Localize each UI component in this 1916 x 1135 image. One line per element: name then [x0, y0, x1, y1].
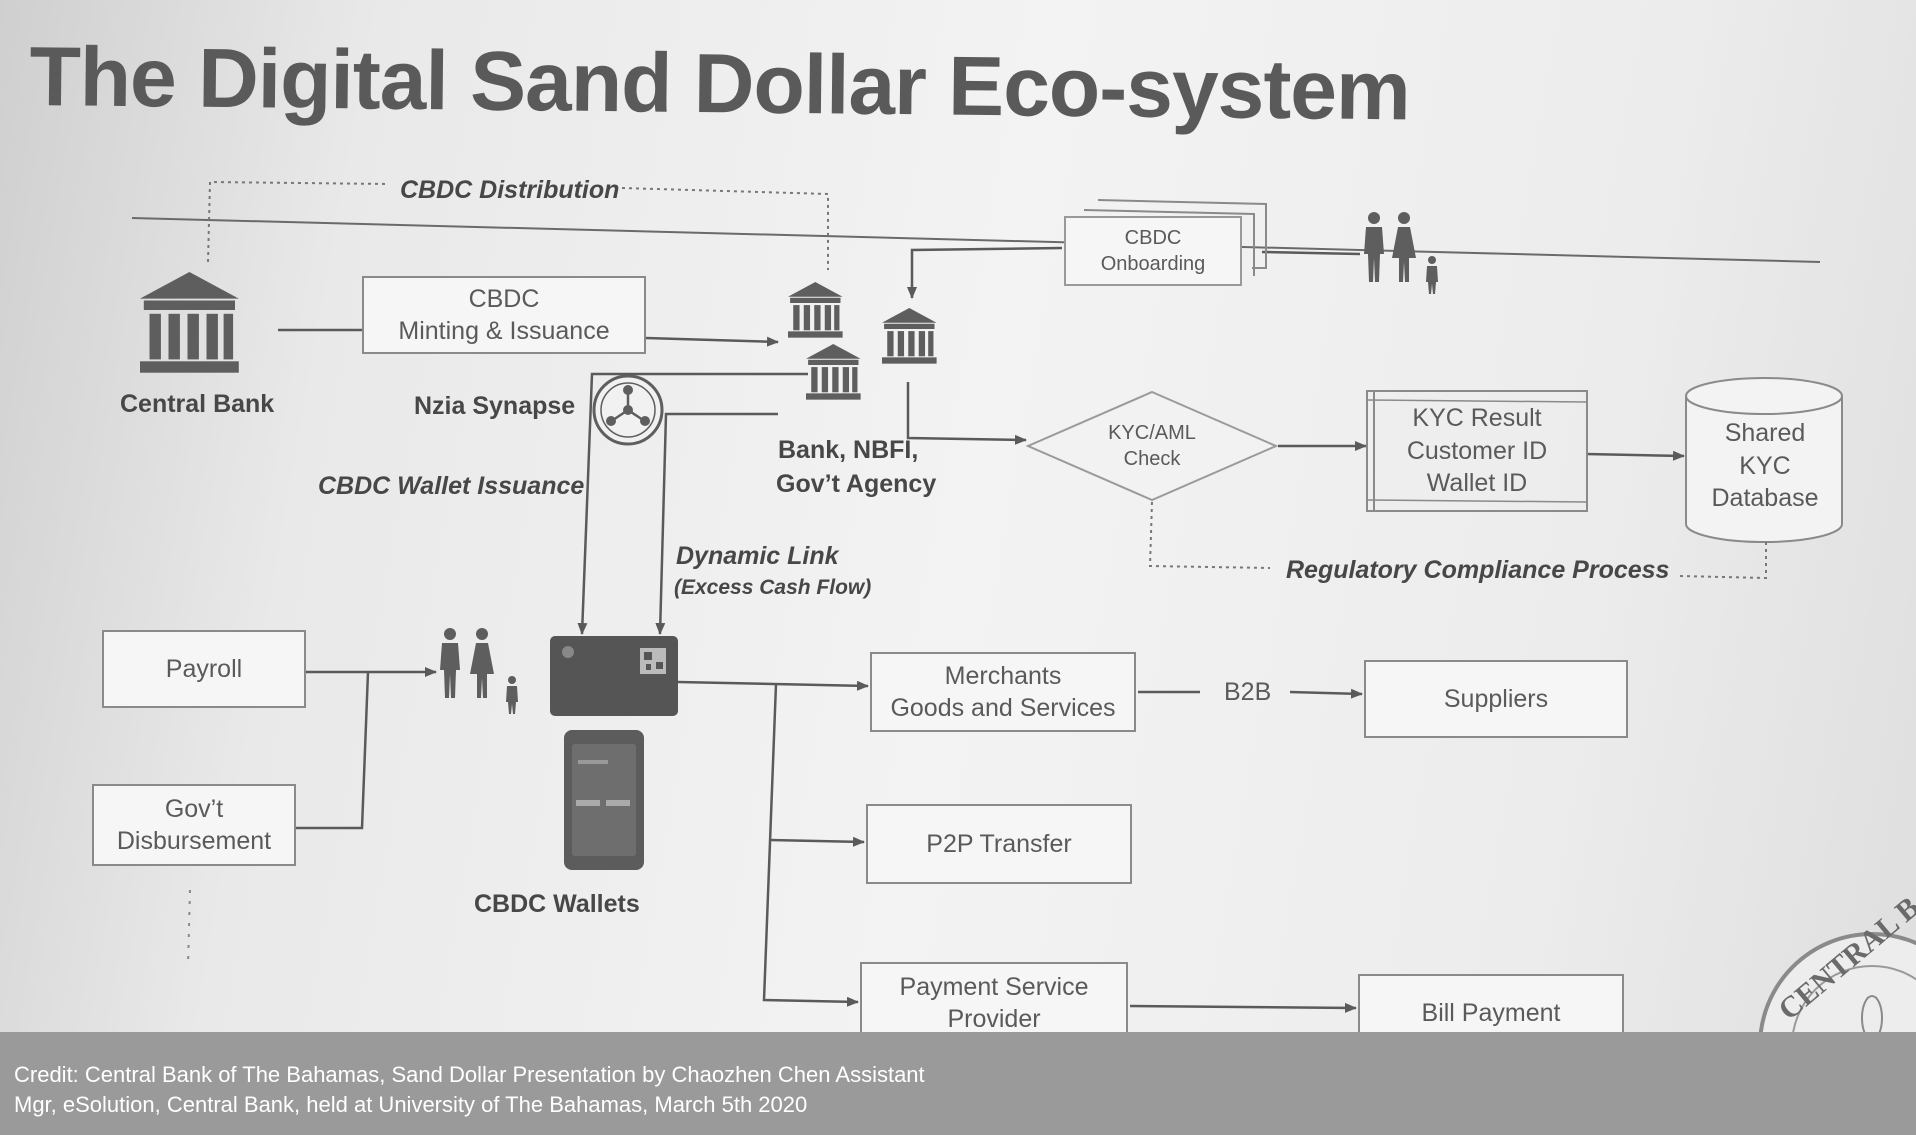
- kyc-check-label: KYC/AML Check: [1086, 414, 1218, 478]
- onboarding-box: CBDC Onboarding: [1064, 216, 1242, 286]
- suppliers-box: Suppliers: [1364, 660, 1628, 738]
- kyc-result-line-3: Wallet ID: [1426, 469, 1528, 498]
- b2b-label: B2B: [1224, 678, 1272, 706]
- kyc-result-box: KYC Result Customer ID Wallet ID: [1366, 390, 1588, 512]
- govt-disbursement-line-2: Disbursement: [116, 827, 272, 855]
- bank-icon-right: [882, 308, 937, 364]
- top-rule: [131, 217, 1821, 263]
- merchants-line-2: Goods and Services: [890, 694, 1116, 722]
- cbdc-wallet-issuance-label: CBDC Wallet Issuance: [318, 472, 585, 500]
- bank-nbfi-label-1: Bank, NBFI,: [778, 436, 919, 464]
- cbdc-distribution-label: CBDC Distribution: [400, 176, 620, 204]
- kyc-result-line-1: KYC Result: [1412, 404, 1542, 433]
- more-sources-dots: [187, 889, 191, 967]
- bank-icon-bottom: [806, 344, 861, 400]
- credit-line-2: Mgr, eSolution, Central Bank, held at Un…: [14, 1092, 808, 1117]
- shared-kyc-line-3: Database: [1711, 484, 1819, 513]
- shared-kyc-database-cylinder: [1685, 377, 1843, 543]
- credit-line-1: Credit: Central Bank of The Bahamas, San…: [14, 1062, 925, 1087]
- minting-issuance-box: CBDC Minting & Issuance: [362, 276, 646, 354]
- cbdc-card-icon: [550, 636, 678, 716]
- onboarding-line-2: Onboarding: [1100, 253, 1206, 275]
- bill-payment-label: Bill Payment: [1421, 998, 1561, 1027]
- nzia-synapse-icon: [592, 374, 664, 446]
- p2p-transfer-label: P2P Transfer: [926, 829, 1072, 858]
- kyc-result-line-2: Customer ID: [1406, 436, 1548, 465]
- shared-kyc-database-label: Shared KYC Database: [1690, 414, 1840, 518]
- bank-nbfi-label-2: Gov’t Agency: [776, 470, 937, 498]
- payroll-box: Payroll: [102, 630, 306, 708]
- shared-kyc-line-2: KYC: [1739, 451, 1791, 480]
- merchants-box: Merchants Goods and Services: [870, 652, 1136, 732]
- shared-kyc-line-1: Shared: [1724, 419, 1806, 448]
- regulatory-compliance-label: Regulatory Compliance Process: [1286, 556, 1670, 584]
- merchants-line-1: Merchants: [944, 661, 1062, 690]
- nzia-synapse-label: Nzia Synapse: [414, 392, 576, 420]
- payroll-label: Payroll: [165, 654, 243, 683]
- p2p-transfer-box: P2P Transfer: [866, 804, 1132, 884]
- payment-service-provider-box: Payment Service Provider: [860, 962, 1128, 1044]
- distribution-dotted-line: [207, 180, 829, 270]
- onboarding-line-1: CBDC: [1124, 227, 1182, 249]
- suppliers-label: Suppliers: [1443, 684, 1549, 713]
- family-icon-wallet: [440, 628, 518, 714]
- central-bank-label: Central Bank: [120, 390, 275, 418]
- bank-icon-top: [788, 282, 843, 338]
- minting-line-1: CBDC: [468, 284, 540, 313]
- credit-bar: Credit: Central Bank of The Bahamas, San…: [0, 1032, 1916, 1135]
- excess-cash-flow-label: (Excess Cash Flow): [674, 576, 872, 599]
- kyc-check-line-2: Check: [1123, 448, 1181, 470]
- kyc-check-line-1: KYC/AML: [1108, 422, 1196, 444]
- central-bank-icon: [140, 272, 239, 373]
- govt-disbursement-box: Gov’t Disbursement: [92, 784, 296, 866]
- govt-disbursement-line-1: Gov’t: [164, 794, 224, 823]
- kyc-check-diamond: [1025, 390, 1279, 502]
- cbdc-phone-icon: [564, 730, 644, 870]
- regulatory-dotted-line: [1148, 501, 1767, 580]
- cbdc-wallets-label: CBDC Wallets: [474, 890, 640, 918]
- psp-line-1: Payment Service: [899, 972, 1089, 1001]
- dynamic-link-label: Dynamic Link: [676, 542, 839, 570]
- family-icon-top: [1364, 212, 1438, 294]
- minting-line-2: Minting & Issuance: [398, 317, 610, 345]
- psp-line-2: Provider: [947, 1005, 1041, 1033]
